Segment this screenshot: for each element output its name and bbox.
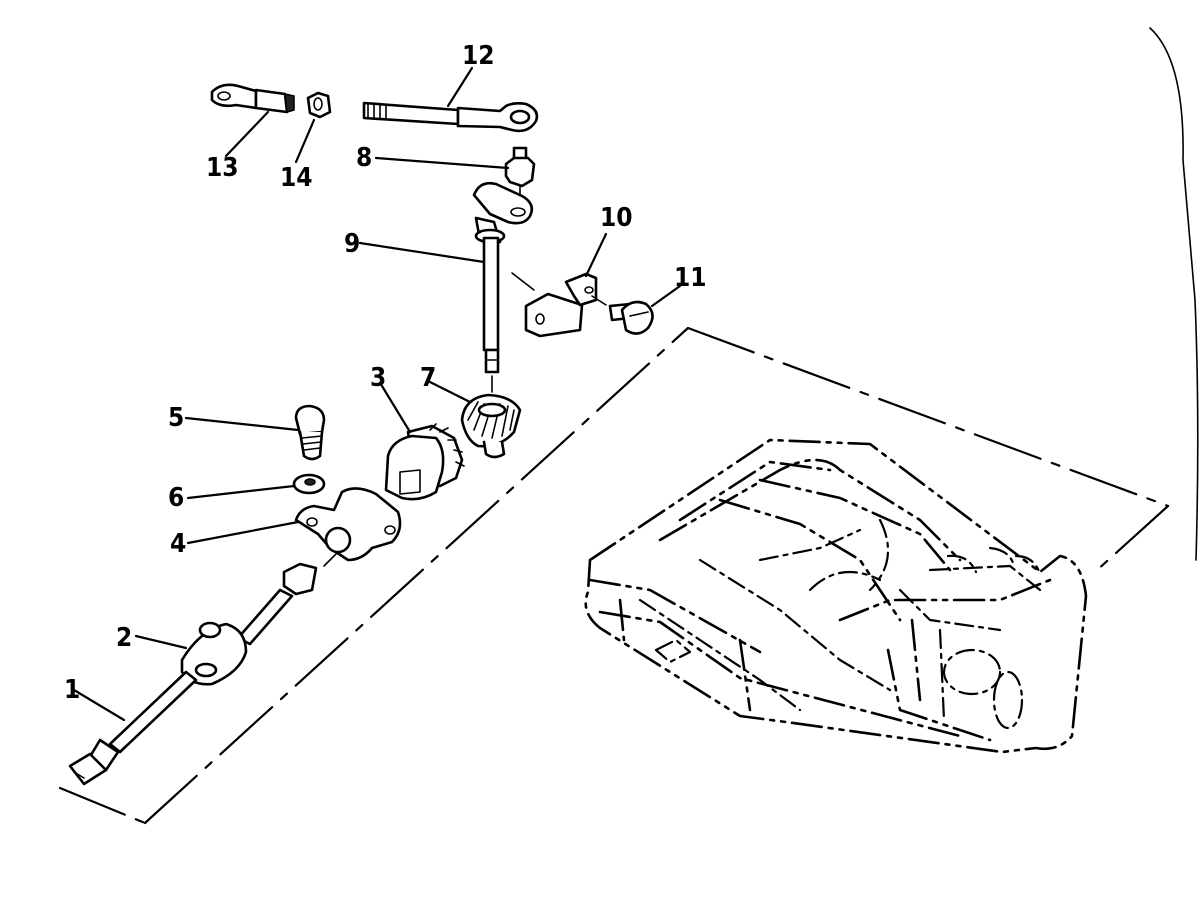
callout-12: 12 (462, 41, 495, 71)
callout-2: 2 (116, 623, 132, 653)
callout-1: 1 (64, 675, 80, 705)
part-1-cable (68, 670, 198, 786)
callout-6: 6 (168, 483, 184, 513)
callout-11: 11 (674, 263, 707, 293)
part-13-rod-end (210, 83, 295, 114)
part-11-screw (591, 295, 654, 335)
part-12-tie-rod (362, 101, 539, 133)
part-7-bevel-gear (460, 393, 522, 459)
callout-10: 10 (600, 203, 633, 233)
callout-8: 8 (356, 143, 372, 173)
page-edge (1149, 27, 1199, 561)
callout-9: 9 (344, 229, 360, 259)
assembly-boundary (58, 326, 1170, 825)
callout-5: 5 (168, 403, 184, 433)
part-8-nut (504, 146, 536, 201)
callout-14: 14 (280, 163, 313, 193)
housing-phantom (584, 438, 1088, 754)
part-9-shaft (472, 181, 534, 393)
part-4-bearing-block (294, 487, 402, 567)
leader-lines (72, 66, 682, 722)
part-14-nut (306, 91, 332, 119)
part-10-bracket (511, 272, 598, 338)
callout-3: 3 (370, 363, 386, 393)
part-3-gear-hub (384, 423, 465, 501)
callout-7: 7 (420, 363, 436, 393)
part-6-washer (292, 473, 326, 495)
callout-13: 13 (206, 153, 239, 183)
part-2-coupler (180, 562, 318, 686)
callout-labels: 1 2 3 4 5 6 7 8 9 10 11 12 13 14 (64, 41, 707, 705)
callout-4: 4 (170, 529, 186, 559)
part-5-bolt (294, 404, 326, 461)
